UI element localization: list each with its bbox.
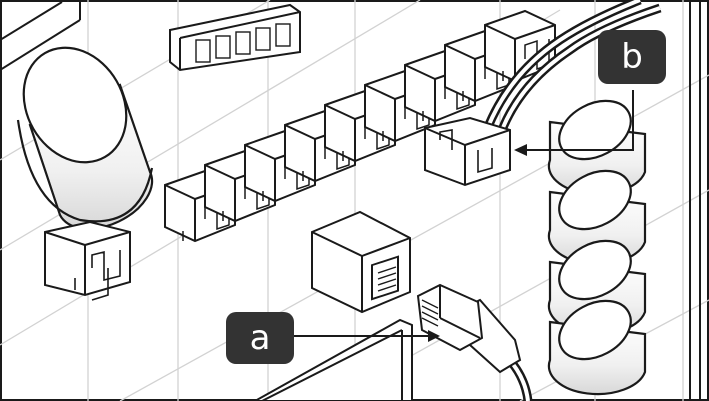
board-edge xyxy=(0,1,81,71)
small-header-left xyxy=(44,220,131,301)
multi-pin-header xyxy=(169,3,301,72)
large-capacitor xyxy=(16,46,154,230)
callout-b: b xyxy=(514,30,666,156)
capacitor-stack xyxy=(547,99,647,396)
callout-b-label: b xyxy=(621,37,643,77)
stacked-capacitor xyxy=(547,299,647,396)
rj-jack xyxy=(311,210,411,314)
connector-row xyxy=(164,9,556,243)
sub-board xyxy=(252,318,413,401)
callout-a-label: a xyxy=(250,318,271,358)
rj-plug xyxy=(416,283,533,401)
callout-a: a xyxy=(226,312,440,364)
wire-plug-connector xyxy=(424,0,662,187)
board-edge-right xyxy=(689,0,701,401)
